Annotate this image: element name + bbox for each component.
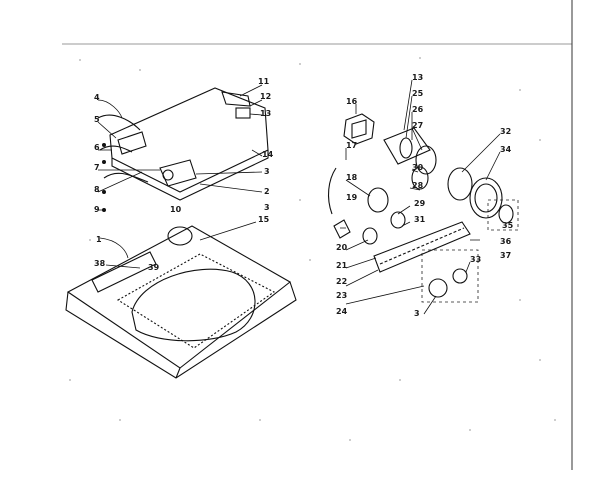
valve-19	[367, 187, 389, 213]
label-21: 21	[336, 261, 348, 270]
pump-cover-34	[469, 177, 503, 219]
label-20: 20	[336, 243, 348, 252]
gear-32	[452, 268, 468, 284]
label-7: 7	[94, 163, 100, 172]
label-25: 25	[412, 89, 424, 98]
rack-37	[373, 221, 471, 273]
label-14: 14	[262, 150, 274, 159]
scan-speckle	[69, 57, 556, 441]
label-28: 28	[412, 181, 424, 190]
fill-opening	[167, 226, 193, 246]
label-22: 22	[336, 277, 347, 286]
label-13: 13	[260, 109, 271, 118]
label-39: 39	[148, 263, 160, 272]
label-6: 6	[94, 143, 100, 152]
label-15: 15	[258, 215, 270, 224]
label-38: 38	[94, 259, 106, 268]
label-31: 31	[414, 215, 426, 224]
pump-cover-inner	[474, 183, 498, 213]
label-1: 1	[96, 235, 102, 244]
lid-recess	[116, 253, 276, 349]
label-11: 11	[258, 77, 270, 86]
label-3-right: 3	[414, 309, 420, 318]
label-17: 17	[346, 141, 357, 150]
harness-clip-1	[102, 143, 106, 147]
harness-clip-3	[102, 190, 106, 194]
washer-top-front-edge	[65, 281, 297, 379]
cam-30	[362, 227, 378, 245]
label-34: 34	[500, 145, 512, 154]
gear-31	[428, 278, 448, 298]
motor-face	[351, 119, 367, 139]
console-panel-edge	[111, 150, 269, 201]
label-27: 27	[412, 121, 423, 130]
label-26: 26	[412, 105, 424, 114]
shaft-bracket	[383, 127, 431, 165]
timer-knob	[162, 169, 174, 181]
bearing-26	[399, 137, 413, 159]
label-23: 23	[336, 291, 347, 300]
pump-ring-33	[447, 167, 473, 201]
label-29: 29	[414, 199, 426, 208]
label-35: 35	[502, 221, 514, 230]
label-36: 36	[500, 237, 512, 246]
label-24: 24	[336, 307, 348, 316]
left-group-labels: 11 12 13 14 3 4 5 6 7 8 9 10 2 3 15 1 38…	[94, 77, 274, 272]
label-19: 19	[346, 193, 358, 202]
hose-17	[327, 167, 337, 215]
spacer-28	[411, 166, 429, 190]
console-switch-left	[117, 131, 147, 155]
wire-harness	[97, 114, 149, 183]
label-3b: 3	[264, 203, 270, 212]
label-3a: 3	[264, 167, 270, 176]
washer-top-assembly	[65, 84, 297, 379]
label-32: 32	[500, 127, 511, 136]
label-10: 10	[170, 205, 182, 214]
clip-20	[333, 219, 351, 239]
right-group-labels: 16 13 25 26 27 28 17 18 19 29 30 31 32 3…	[336, 73, 514, 318]
cam-29	[390, 211, 406, 229]
motor-block	[343, 113, 375, 145]
label-8: 8	[94, 185, 100, 194]
rack-teeth	[379, 227, 465, 265]
label-33: 33	[470, 255, 481, 264]
harness-clip-2	[102, 160, 106, 164]
label-9: 9	[94, 205, 100, 214]
label-18: 18	[346, 173, 358, 182]
rear-mount-strip	[91, 251, 157, 293]
console-bracket	[221, 91, 251, 107]
label-13-right: 13	[412, 73, 423, 82]
seal-27	[415, 145, 437, 175]
washer-top-outline	[66, 225, 291, 369]
switch-block	[235, 107, 251, 119]
motor-pump-assembly	[327, 79, 519, 315]
label-30: 30	[412, 163, 424, 172]
label-5: 5	[94, 115, 100, 124]
impeller-35	[498, 204, 514, 224]
label-16: 16	[346, 97, 358, 106]
label-37: 37	[500, 251, 511, 260]
washer-top-corner	[175, 367, 181, 379]
lid-opening	[131, 268, 256, 342]
detail-box-35	[487, 199, 519, 231]
label-2: 2	[264, 187, 270, 196]
label-4: 4	[94, 93, 100, 102]
timer-block	[159, 159, 197, 187]
label-12: 12	[260, 92, 271, 101]
